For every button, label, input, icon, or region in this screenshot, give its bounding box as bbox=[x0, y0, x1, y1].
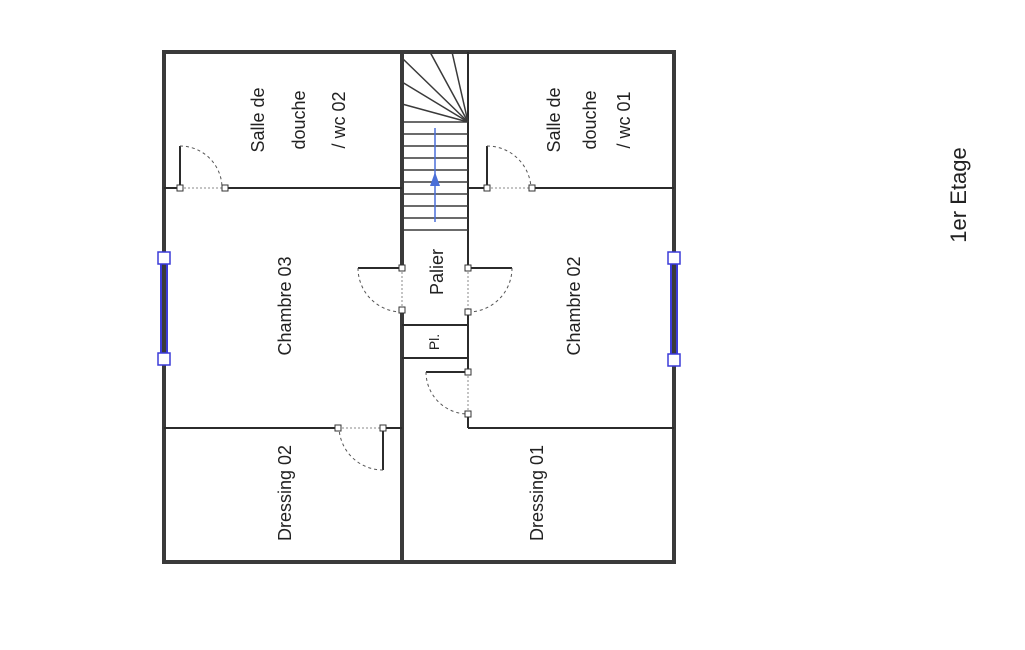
label-dressing01: Dressing 01 bbox=[527, 445, 547, 541]
label-sdd01-line1: Salle de bbox=[544, 87, 564, 152]
label-palier: Palier bbox=[427, 249, 447, 295]
door-dressing01 bbox=[425, 368, 472, 418]
label-sdd02-line1: Salle de bbox=[248, 87, 268, 152]
label-dressing02: Dressing 02 bbox=[275, 445, 295, 541]
label-sdd02-line3: / wc 02 bbox=[329, 91, 349, 148]
stair-arrow-icon bbox=[430, 172, 440, 186]
door-chambre03 bbox=[357, 264, 406, 314]
label-sdd02-line2: douche bbox=[289, 90, 309, 149]
door-sdd01 bbox=[483, 145, 536, 192]
label-sdd01-line2: douche bbox=[580, 90, 600, 149]
door-chambre02 bbox=[464, 264, 513, 316]
window-chambre02 bbox=[667, 251, 681, 367]
label-chambre03: Chambre 03 bbox=[275, 256, 295, 355]
label-placard: Pl. bbox=[426, 334, 442, 350]
door-dressing02 bbox=[334, 424, 387, 471]
window-chambre03 bbox=[157, 251, 171, 366]
door-sdd02 bbox=[176, 145, 229, 192]
label-chambre02: Chambre 02 bbox=[564, 256, 584, 355]
floor-title: 1er Etage bbox=[946, 147, 971, 242]
staircase bbox=[401, 51, 469, 231]
outer-wall bbox=[162, 50, 676, 564]
label-sdd01-line3: / wc 01 bbox=[614, 91, 634, 148]
